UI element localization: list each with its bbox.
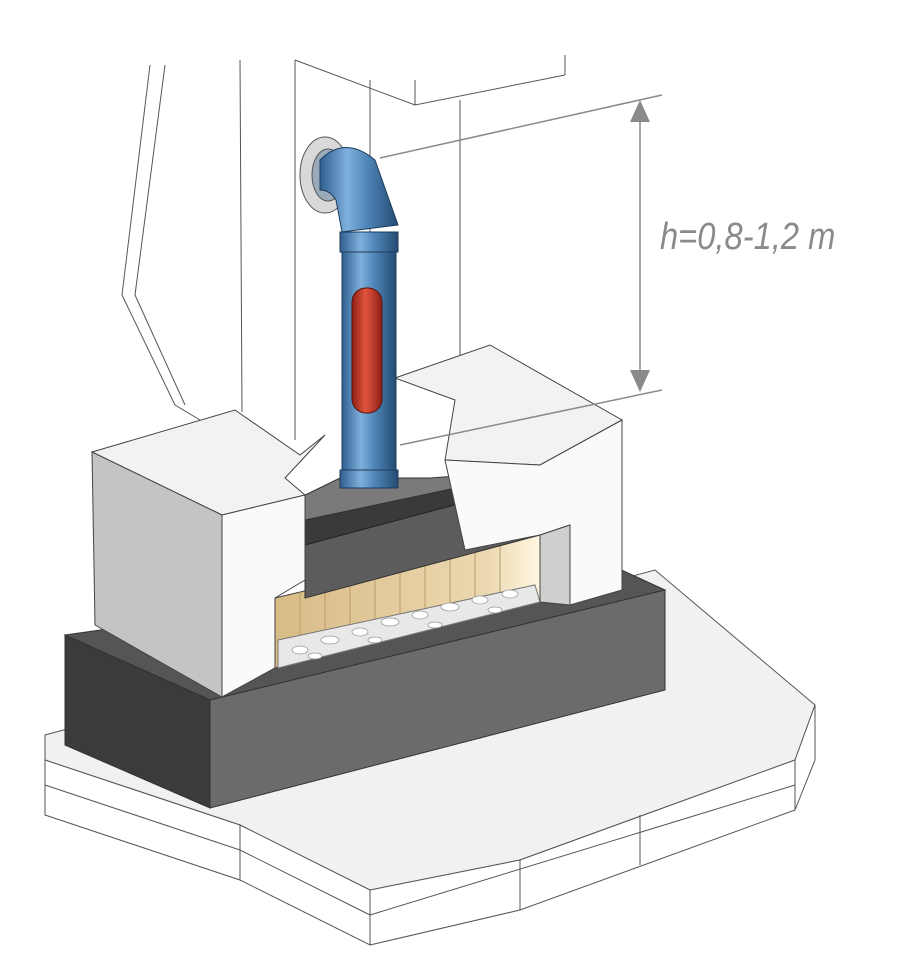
- left-cladding-block: [90, 409, 326, 698]
- flue-pipe: [299, 136, 399, 489]
- height-dimension-label: h=0,8-1,2 m: [660, 216, 836, 258]
- inspection-window: [351, 287, 383, 414]
- right-cladding-block: [393, 344, 624, 606]
- height-dimension: [379, 94, 663, 446]
